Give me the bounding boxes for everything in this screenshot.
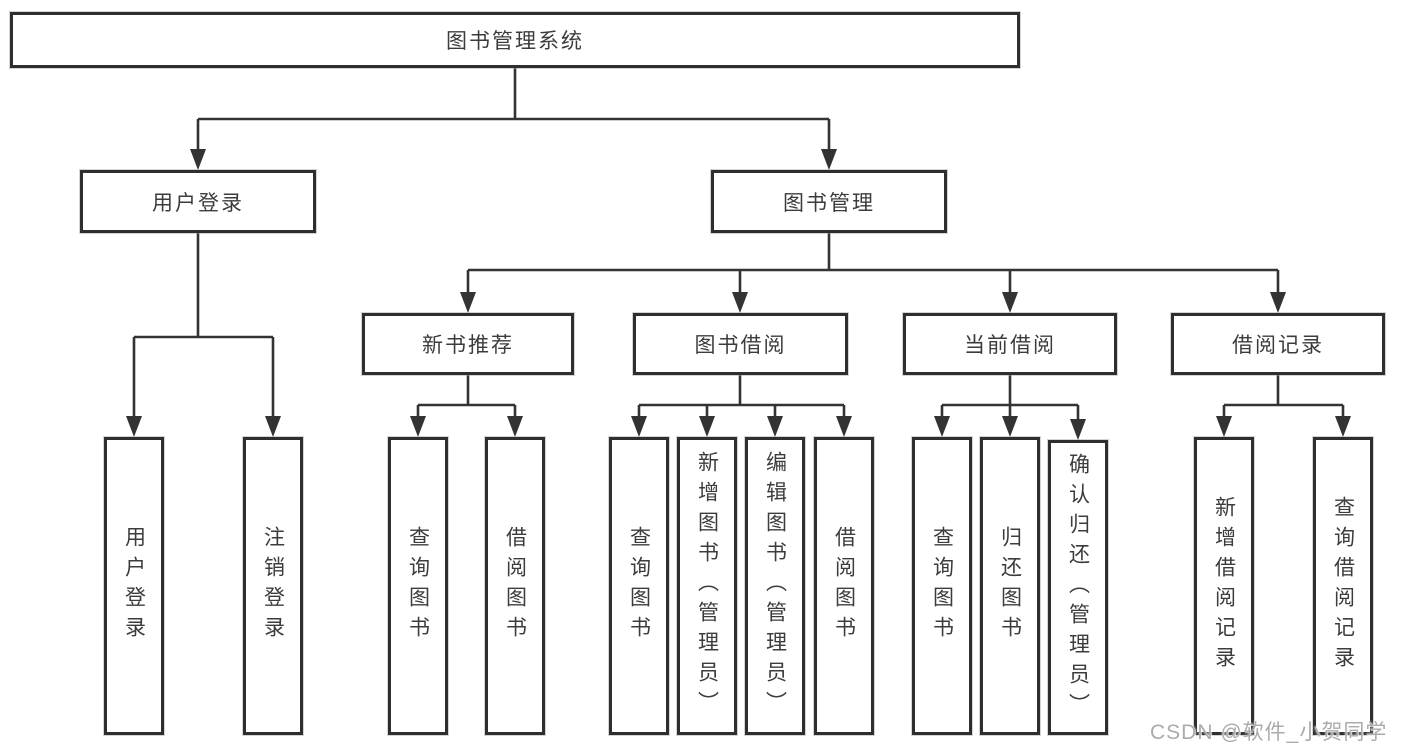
leaf-query-borrow-record: 查询借阅记录 bbox=[1313, 437, 1373, 735]
leaf-user-login: 用户登录 bbox=[104, 437, 164, 735]
node-label: 查询图书 bbox=[627, 526, 651, 646]
node-label: 归还图书 bbox=[998, 526, 1022, 646]
node-label: 新增图书（管理员） bbox=[695, 451, 719, 721]
connector-root-to-level2 bbox=[196, 68, 831, 152]
node-current-borrow: 当前借阅 bbox=[903, 313, 1117, 375]
leaf-query-book-borrow: 查询图书 bbox=[609, 437, 669, 735]
node-book-borrow: 图书借阅 bbox=[633, 313, 848, 375]
node-label: 新增借阅记录 bbox=[1212, 496, 1236, 676]
node-book-management: 图书管理 bbox=[711, 170, 947, 233]
node-label: 注销登录 bbox=[261, 526, 285, 646]
leaf-edit-book-admin: 编辑图书（管理员） bbox=[745, 437, 805, 735]
connector-book-borrow-children bbox=[637, 375, 846, 421]
node-label: 新书推荐 bbox=[422, 334, 514, 357]
connector-current-borrow-children bbox=[940, 375, 1080, 424]
arrowheads bbox=[126, 149, 1351, 440]
node-label: 图书借阅 bbox=[694, 334, 787, 357]
node-label: 当前借阅 bbox=[964, 334, 1056, 357]
node-label: 借阅记录 bbox=[1232, 334, 1324, 357]
leaf-return-book: 归还图书 bbox=[980, 437, 1040, 735]
node-label: 用户登录 bbox=[152, 191, 244, 215]
node-new-book-recommend: 新书推荐 bbox=[362, 313, 574, 375]
node-label: 用户登录 bbox=[122, 526, 146, 646]
node-label: 借阅图书 bbox=[503, 526, 527, 646]
node-label: 图书管理 bbox=[783, 191, 875, 215]
node-label: 查询图书 bbox=[406, 526, 430, 646]
csdn-watermark: CSDN @软件_小贺同学 bbox=[1150, 721, 1388, 744]
leaf-query-book-recommend: 查询图书 bbox=[388, 437, 448, 735]
leaf-add-borrow-record: 新增借阅记录 bbox=[1194, 437, 1254, 735]
leaf-borrow-book-recommend: 借阅图书 bbox=[485, 437, 545, 735]
leaf-query-book-current: 查询图书 bbox=[912, 437, 972, 735]
connector-book-management-children bbox=[466, 233, 1280, 296]
node-label: 查询借阅记录 bbox=[1331, 496, 1355, 676]
connector-new-book-recommend-children bbox=[416, 375, 517, 421]
node-label: 确认归还（管理员） bbox=[1066, 452, 1090, 723]
node-label: 编辑图书（管理员） bbox=[763, 451, 787, 721]
leaf-logout: 注销登录 bbox=[243, 437, 303, 735]
node-user-login: 用户登录 bbox=[80, 170, 316, 233]
node-borrow-records: 借阅记录 bbox=[1171, 313, 1385, 375]
node-label: 查询图书 bbox=[930, 526, 954, 646]
leaf-borrow-book-borrow: 借阅图书 bbox=[814, 437, 874, 735]
node-root-library-management-system: 图书管理系统 bbox=[10, 12, 1020, 68]
leaf-add-book-admin: 新增图书（管理员） bbox=[677, 437, 737, 735]
leaf-confirm-return-admin: 确认归还（管理员） bbox=[1048, 440, 1108, 735]
node-label: 图书管理系统 bbox=[446, 30, 584, 53]
connector-borrow-records-children bbox=[1222, 375, 1345, 421]
node-label: 借阅图书 bbox=[832, 526, 856, 646]
connector-user-login-children bbox=[132, 233, 275, 420]
